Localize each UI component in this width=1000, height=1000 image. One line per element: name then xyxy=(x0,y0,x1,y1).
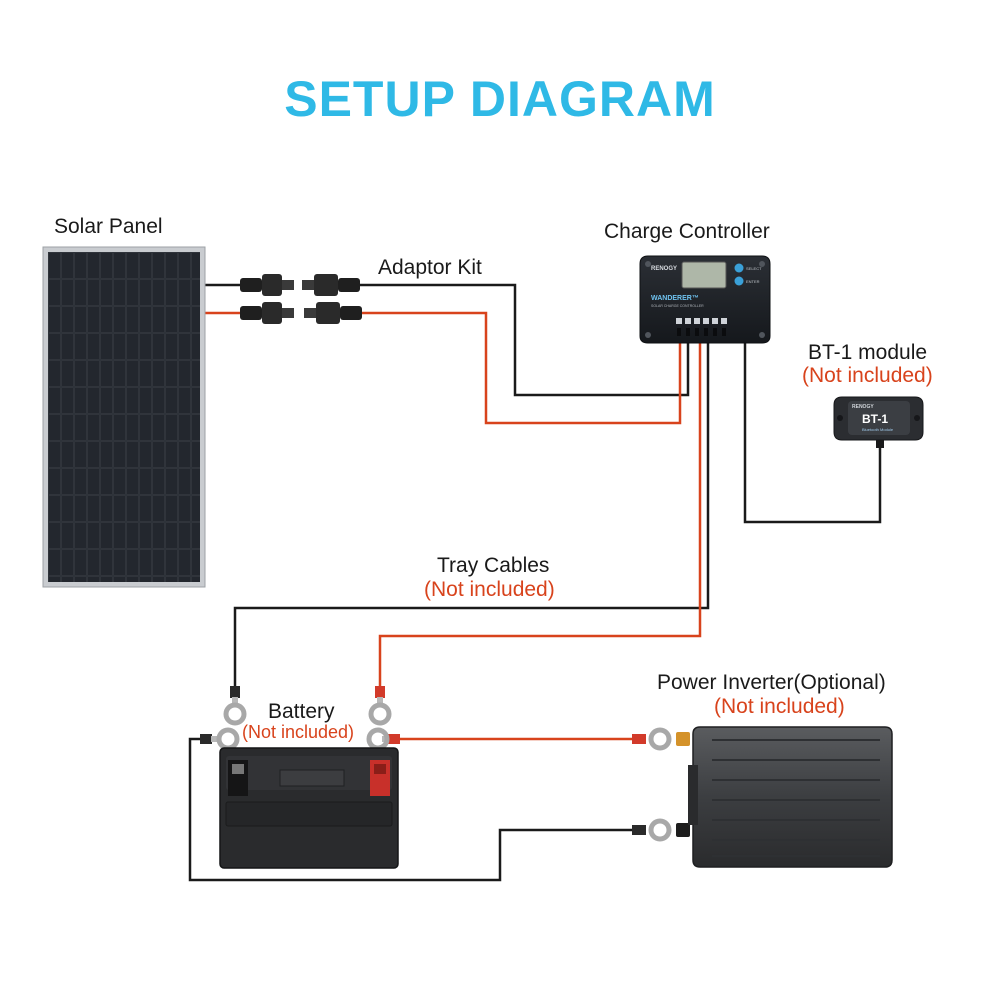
ring-terminal-inverter-negative xyxy=(632,818,672,842)
battery xyxy=(219,747,399,869)
solar-panel-label: Solar Panel xyxy=(54,215,163,238)
ring-terminal-negative-side xyxy=(200,727,240,751)
tray-cables-label: Tray Cables xyxy=(437,554,550,577)
power-inverter xyxy=(676,726,893,868)
ring-terminal-negative-top xyxy=(223,686,247,726)
tray-cables-not-included-label: (Not included) xyxy=(424,578,555,601)
ring-terminal-inverter-positive xyxy=(632,727,672,751)
wire-inverter-negative xyxy=(188,737,640,882)
solar-panel xyxy=(42,246,206,588)
power-inverter-label: Power Inverter(Optional) xyxy=(657,671,886,694)
wire-battery-positive xyxy=(378,340,702,688)
wire-panel-negative xyxy=(205,283,690,397)
battery-not-included-label: (Not included) xyxy=(242,722,355,742)
bt1-subtitle: Bluetooth Module xyxy=(862,427,894,432)
adaptor-kit xyxy=(240,274,362,324)
adaptor-kit-label: Adaptor Kit xyxy=(378,256,482,279)
mc4-connector-negative-female xyxy=(302,274,360,296)
battery-label: Battery xyxy=(268,700,335,723)
power-inverter-not-included-label: (Not included) xyxy=(714,695,845,718)
controller-select-label: SELECT xyxy=(746,266,762,271)
mc4-connector-positive-female xyxy=(304,302,362,324)
controller-lcd xyxy=(681,261,727,289)
mc4-connector-positive-male xyxy=(240,302,294,324)
battery-negative-terminal xyxy=(228,760,248,796)
bt1-label: BT-1 xyxy=(862,412,888,426)
wire-panel-positive xyxy=(205,311,682,425)
controller-enter-label: ENTER xyxy=(746,279,760,284)
ring-terminal-positive-side xyxy=(366,727,400,751)
controller-subtitle: SOLAR CHARGE CONTROLLER xyxy=(651,304,704,308)
controller-brand: RENOGY xyxy=(651,266,677,272)
wire-bt1 xyxy=(743,340,882,524)
bt1-not-included-label: (Not included) xyxy=(802,364,933,387)
charge-controller: RENOGY SELECT ENTER WANDERER™ SOLAR CHAR… xyxy=(639,255,771,344)
controller-terminals xyxy=(676,318,727,324)
bt1-brand: RENOGY xyxy=(852,404,874,410)
bt1-module-label: BT-1 module xyxy=(808,341,928,364)
controller-model: WANDERER™ xyxy=(651,295,699,302)
mc4-connector-negative-male xyxy=(240,274,294,296)
controller-select-button[interactable] xyxy=(734,263,744,273)
page-title: SETUP DIAGRAM xyxy=(284,71,716,127)
battery-positive-terminal xyxy=(370,760,390,796)
wire-battery-negative xyxy=(233,340,710,688)
bt1-module: RENOGY BT-1 Bluetooth Module xyxy=(833,396,924,448)
controller-enter-button[interactable] xyxy=(734,276,744,286)
charge-controller-label: Charge Controller xyxy=(604,220,770,243)
ring-terminal-positive-top xyxy=(368,686,392,726)
